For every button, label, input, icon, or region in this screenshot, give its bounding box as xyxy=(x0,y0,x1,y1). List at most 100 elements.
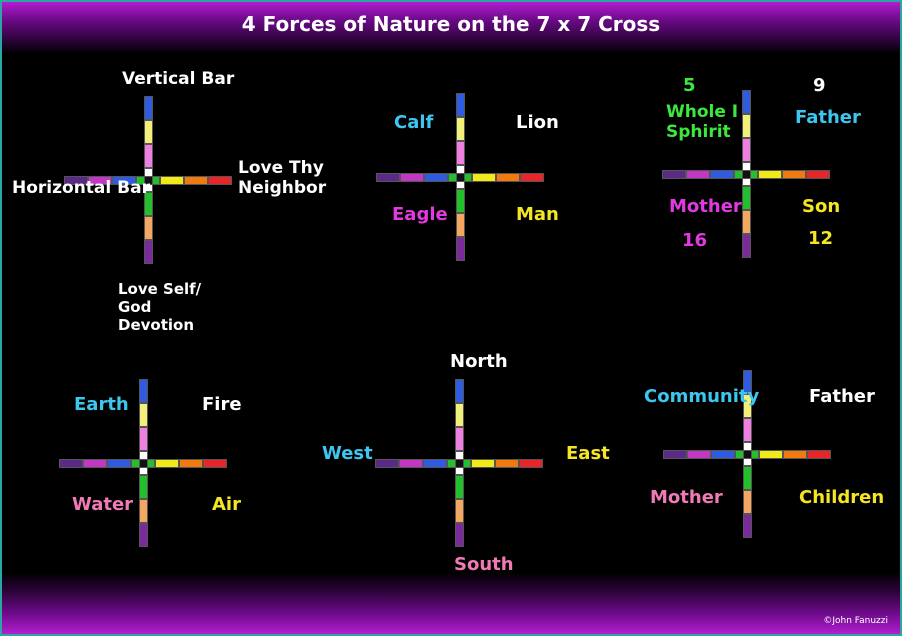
label-love-neighbor: Love Thy Neighbor xyxy=(238,158,327,199)
label-east: East xyxy=(566,443,610,464)
label-children: Children xyxy=(799,487,885,508)
label-twelve: 12 xyxy=(808,228,834,249)
label-love-self: Love Self/ God Devotion xyxy=(118,280,202,334)
cross-evangelists-h-seg-1 xyxy=(400,172,424,182)
cross-evangelists-v-seg-0 xyxy=(455,93,465,117)
cross-numbers-v-seg-1 xyxy=(741,114,751,138)
cross-evangelists xyxy=(376,93,544,261)
cross-bars-v-seg-4 xyxy=(143,192,153,216)
cross-family-v-seg-6 xyxy=(742,514,752,538)
cross-bars-h-seg-4 xyxy=(160,175,184,185)
label-calf: Calf xyxy=(394,112,434,133)
cross-evangelists-v-seg-4 xyxy=(455,189,465,213)
footer-band xyxy=(2,572,900,634)
label-horizontal-bar: Horizontal Bar xyxy=(12,178,150,198)
cross-numbers-h-seg-1 xyxy=(686,169,710,179)
label-north: North xyxy=(450,351,508,372)
cross-evangelists-h-seg-2 xyxy=(424,172,448,182)
label-earth: Earth xyxy=(74,394,129,415)
label-eagle: Eagle xyxy=(392,204,448,225)
cross-bars-h-seg-0 xyxy=(64,175,88,185)
cross-directions-v-seg-6 xyxy=(454,523,464,547)
cross-numbers-v-seg-0 xyxy=(741,90,751,114)
cross-bars xyxy=(64,96,232,264)
cross-bars-h-seg-6 xyxy=(208,175,232,185)
cross-directions-h-seg-2 xyxy=(423,458,447,468)
cross-evangelists-v-seg-2 xyxy=(455,141,465,165)
cross-elements-h-seg-5 xyxy=(179,458,203,468)
cross-elements-center xyxy=(138,458,148,468)
cross-evangelists-h-seg-0 xyxy=(376,172,400,182)
cross-directions-h-seg-6 xyxy=(519,458,543,468)
cross-elements-h-seg-6 xyxy=(203,458,227,468)
label-man: Man xyxy=(516,204,559,225)
cross-directions-v-seg-1 xyxy=(454,403,464,427)
cross-directions-h-seg-4 xyxy=(471,458,495,468)
cross-bars-v-seg-2 xyxy=(143,144,153,168)
label-family-mother: Mother xyxy=(650,487,723,508)
cross-numbers-h-seg-4 xyxy=(758,169,782,179)
cross-elements-v-seg-4 xyxy=(138,475,148,499)
cross-family xyxy=(663,370,831,538)
label-son: Son xyxy=(802,196,841,217)
cross-directions-v-seg-5 xyxy=(454,499,464,523)
cross-elements-v-seg-2 xyxy=(138,427,148,451)
cross-directions-h-seg-5 xyxy=(495,458,519,468)
cross-evangelists-v-seg-1 xyxy=(455,117,465,141)
label-west: West xyxy=(322,443,373,464)
label-sixteen: 16 xyxy=(682,230,708,251)
cross-family-h-seg-6 xyxy=(807,449,831,459)
cross-elements-v-seg-6 xyxy=(138,523,148,547)
cross-numbers-h-seg-2 xyxy=(710,169,734,179)
cross-family-h-seg-2 xyxy=(711,449,735,459)
cross-directions-center xyxy=(454,458,464,468)
label-lion: Lion xyxy=(516,112,559,133)
cross-numbers-v-seg-4 xyxy=(741,186,751,210)
cross-elements-v-seg-1 xyxy=(138,403,148,427)
page-title: 4 Forces of Nature on the 7 x 7 Cross xyxy=(241,12,661,36)
cross-numbers-v-seg-6 xyxy=(741,234,751,258)
cross-numbers-h-seg-6 xyxy=(806,169,830,179)
cross-elements-h-seg-0 xyxy=(59,458,83,468)
cross-directions xyxy=(375,379,543,547)
cross-directions-v-seg-0 xyxy=(454,379,464,403)
label-vertical-bar: Vertical Bar xyxy=(122,69,235,89)
cross-elements-h-seg-4 xyxy=(155,458,179,468)
label-south: South xyxy=(454,554,514,575)
label-whole-spirit: Whole I Sphirit xyxy=(666,102,739,143)
label-nine: 9 xyxy=(813,75,826,96)
cross-family-v-seg-4 xyxy=(742,466,752,490)
cross-numbers-h-seg-0 xyxy=(662,169,686,179)
label-mother: Mother xyxy=(669,196,742,217)
title-band xyxy=(2,2,900,54)
copyright-text: ©John Fanuzzi xyxy=(823,616,888,626)
cross-bars-v-seg-1 xyxy=(143,120,153,144)
cross-family-h-seg-5 xyxy=(783,449,807,459)
cross-family-v-seg-2 xyxy=(742,418,752,442)
label-air: Air xyxy=(212,494,241,515)
cross-elements-v-seg-5 xyxy=(138,499,148,523)
cross-family-center xyxy=(742,449,752,459)
cross-numbers-v-seg-2 xyxy=(741,138,751,162)
cross-elements-v-seg-0 xyxy=(138,379,148,403)
cross-evangelists-v-seg-5 xyxy=(455,213,465,237)
cross-numbers-center xyxy=(741,169,751,179)
cross-family-h-seg-1 xyxy=(687,449,711,459)
cross-evangelists-h-seg-5 xyxy=(496,172,520,182)
cross-elements-h-seg-2 xyxy=(107,458,131,468)
cross-elements-h-seg-1 xyxy=(83,458,107,468)
cross-family-v-seg-0 xyxy=(742,370,752,394)
cross-directions-h-seg-0 xyxy=(375,458,399,468)
cross-bars-v-seg-6 xyxy=(143,240,153,264)
cross-family-v-seg-1 xyxy=(742,394,752,418)
cross-numbers xyxy=(662,90,830,258)
cross-evangelists-h-seg-4 xyxy=(472,172,496,182)
cross-bars-v-seg-5 xyxy=(143,216,153,240)
cross-directions-h-seg-1 xyxy=(399,458,423,468)
cross-elements xyxy=(59,379,227,547)
cross-evangelists-h-seg-6 xyxy=(520,172,544,182)
cross-bars-v-seg-0 xyxy=(143,96,153,120)
cross-bars-h-seg-2 xyxy=(112,175,136,185)
cross-evangelists-center xyxy=(455,172,465,182)
